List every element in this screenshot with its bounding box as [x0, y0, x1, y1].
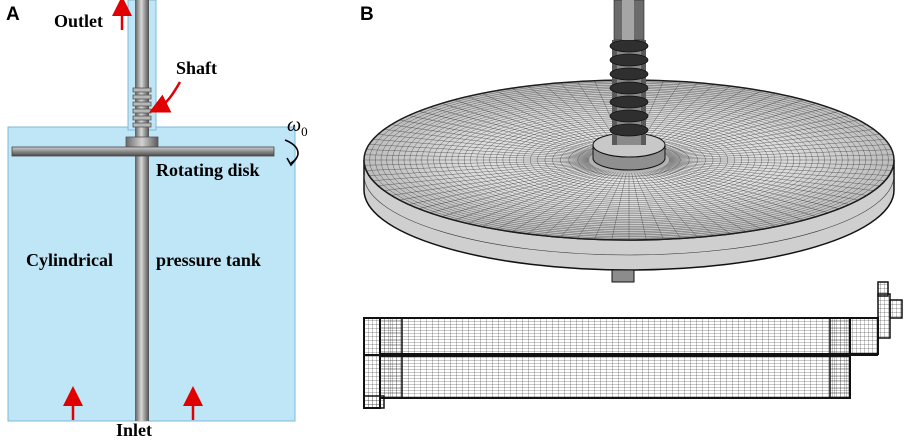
omega-symbol: ω [287, 114, 302, 136]
shaft-label: Shaft [176, 58, 218, 78]
inlet-label: Inlet [116, 420, 152, 440]
omega-label: ω0 [287, 114, 308, 140]
pressure-tank [7, 126, 296, 422]
omega-subscript: 0 [301, 124, 308, 139]
shaft-3d-rings [609, 39, 649, 137]
panel-b-letter: B [360, 4, 374, 25]
cylindrical-label: Cylindrical [26, 250, 114, 270]
panel-a-letter: A [6, 4, 20, 25]
rotating-disk-label: Rotating disk [156, 160, 260, 180]
outlet-label: Outlet [54, 11, 103, 31]
shaft-pointer-arrow [149, 81, 182, 113]
rotating-disk [11, 146, 275, 157]
pressure-tank-label: pressure tank [156, 250, 261, 270]
cross-section-mesh [363, 281, 903, 409]
shaft-3d-bottom-stub [611, 269, 635, 283]
